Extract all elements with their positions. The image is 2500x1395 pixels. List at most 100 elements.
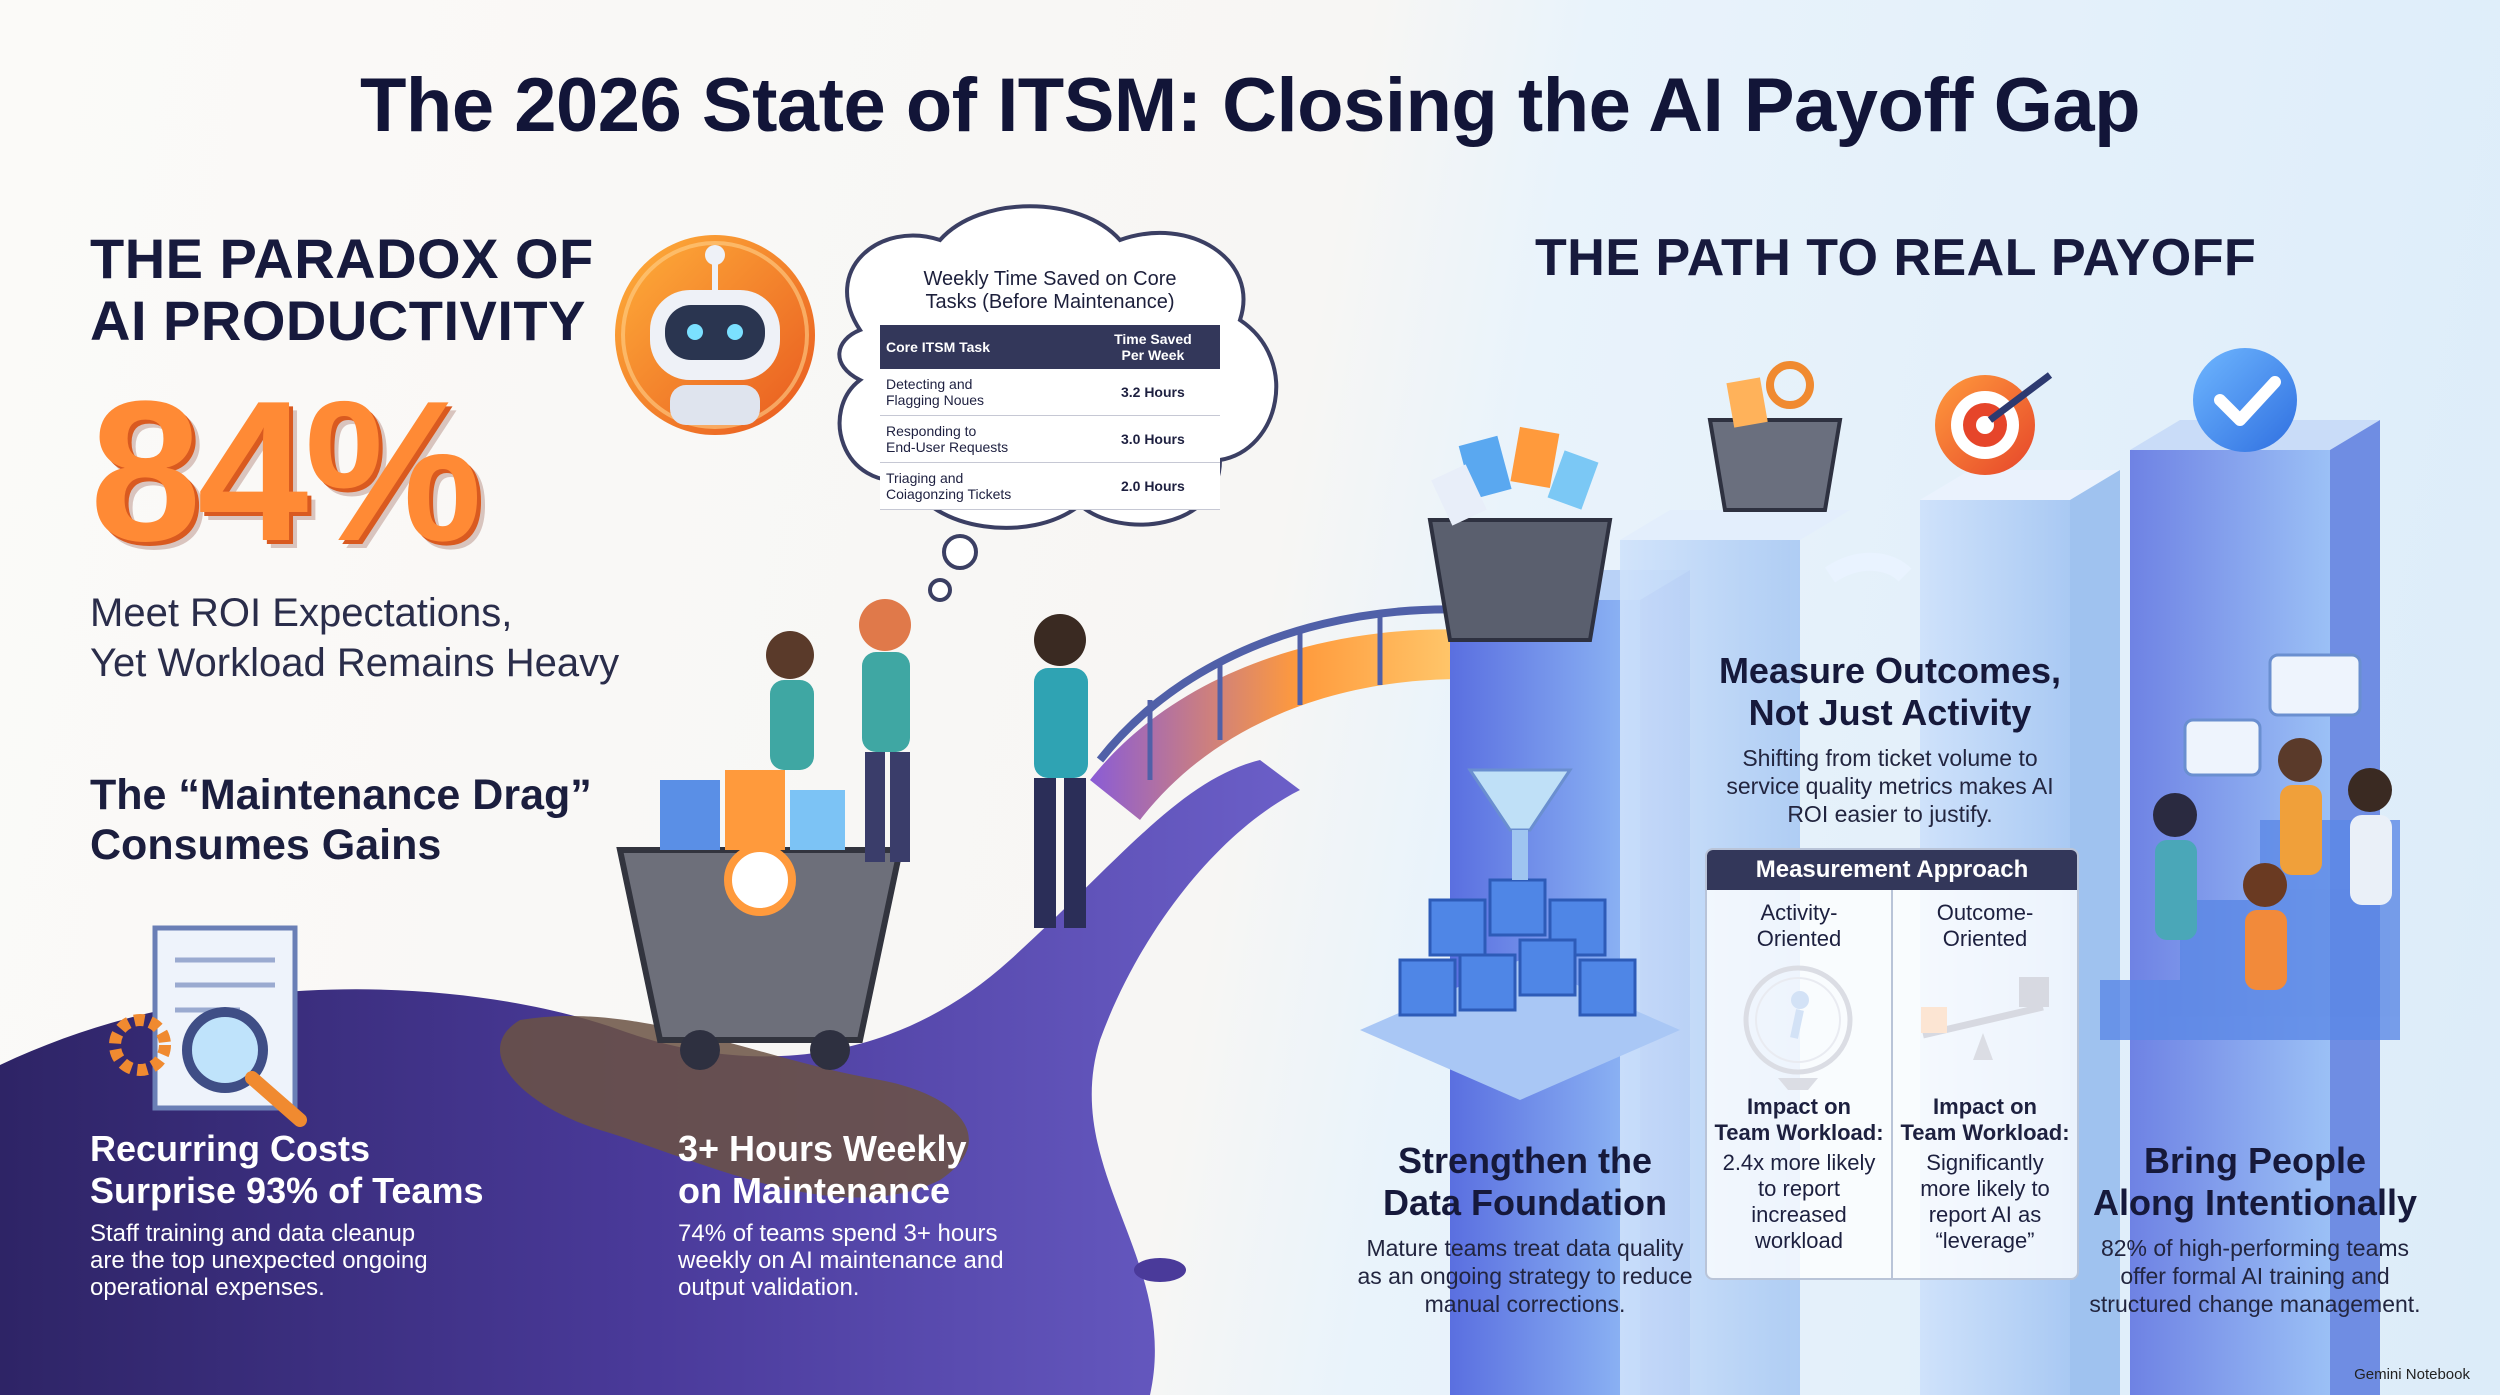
maintenance-hours-card: 3+ Hours Weekly on Maintenance 74% of te… xyxy=(678,1128,1098,1301)
target-icon xyxy=(1935,372,2053,475)
measure-body-line2: service quality metrics makes AI xyxy=(1726,773,2054,799)
activity-oriented-label: Activity- Oriented xyxy=(1709,900,1889,952)
hours-body-line2: weekly on AI maintenance and xyxy=(678,1247,1004,1274)
roi-subtitle-line1: Meet ROI Expectations, xyxy=(90,591,513,635)
table-header-row: Core ITSM Task Time Saved Per Week xyxy=(880,325,1220,369)
mine-cart xyxy=(616,770,904,1070)
hours-title-line2: on Maintenance xyxy=(678,1170,951,1211)
col-time-saved-line2: Per Week xyxy=(1121,347,1185,363)
paradox-heading-line1: THE PARADOX OF xyxy=(90,227,594,290)
outcome-impact-line4: “leverage” xyxy=(1935,1228,2035,1253)
document-magnifier-icon xyxy=(109,925,307,1127)
outcome-label-line2: Oriented xyxy=(1942,926,2028,951)
activity-impact: Impact on Team Workload: 2.4x more likel… xyxy=(1709,1094,1889,1254)
data-title-line2: Data Foundation xyxy=(1383,1182,1667,1223)
activity-label-line2: Oriented xyxy=(1756,926,1842,951)
measure-title-line1: Measure Outcomes, xyxy=(1718,650,2062,691)
outcome-impact-line2: more likely to xyxy=(1920,1176,2050,1201)
people-title-line2: Along Intentionally xyxy=(2093,1182,2417,1223)
activity-impact-head2: Team Workload: xyxy=(1714,1120,1884,1145)
measure-body-line1: Shifting from ticket volume to xyxy=(1742,745,2038,771)
drag-line1: The “Maintenance Drag” xyxy=(90,771,592,819)
outcome-impact-head1: Impact on xyxy=(1933,1094,2037,1119)
col-time-saved: Time Saved Per Week xyxy=(1085,325,1220,369)
check-icon xyxy=(2193,348,2297,452)
roi-stat: 84% xyxy=(90,360,482,583)
bin-2 xyxy=(1707,361,1843,512)
costs-body-line2: are the top unexpected ongoing xyxy=(90,1247,428,1274)
maintenance-drag-heading: The “Maintenance Drag” Consumes Gains xyxy=(90,770,592,870)
value-cell: 2.0 Hours xyxy=(1085,462,1220,510)
costs-body-line1: Staff training and data cleanup xyxy=(90,1220,416,1247)
data-title-line1: Strengthen the xyxy=(1397,1140,1652,1181)
measure-outcomes-card: Measure Outcomes, Not Just Activity Shif… xyxy=(1680,650,2100,828)
activity-impact-line3: increased xyxy=(1751,1202,1847,1227)
measure-title-line2: Not Just Activity xyxy=(1748,692,2032,733)
outcome-label-line1: Outcome- xyxy=(1936,900,2034,925)
data-body-line2: as an ongoing strategy to reduce xyxy=(1357,1263,1693,1289)
outcome-impact-head2: Team Workload: xyxy=(1900,1120,2070,1145)
roi-subtitle: Meet ROI Expectations, Yet Workload Rema… xyxy=(90,588,619,688)
activity-impact-head1: Impact on xyxy=(1747,1094,1851,1119)
people-body-line2: offer formal AI training and xyxy=(2120,1263,2390,1289)
roi-subtitle-line2: Yet Workload Remains Heavy xyxy=(90,641,620,685)
people-group xyxy=(2153,653,2392,990)
task-line2: End-User Requests xyxy=(886,439,1009,455)
data-cube-platform xyxy=(1360,768,1680,1100)
footer-credit: Gemini Notebook xyxy=(2354,1366,2470,1383)
hours-body-line1: 74% of teams spend 3+ hours xyxy=(678,1220,998,1247)
page-title: The 2026 State of ITSM: Closing the AI P… xyxy=(359,63,2141,148)
outcome-oriented-label: Outcome- Oriented xyxy=(1895,900,2075,952)
bubble-title-line1: Weekly Time Saved on Core xyxy=(923,268,1177,290)
activity-impact-line4: workload xyxy=(1754,1228,1844,1253)
hours-title-line1: 3+ Hours Weekly xyxy=(678,1128,967,1169)
outcome-impact: Impact on Team Workload: Significantly m… xyxy=(1895,1094,2075,1254)
outcome-impact-line3: report AI as xyxy=(1928,1202,2042,1227)
measure-body-line3: ROI easier to justify. xyxy=(1787,801,1993,827)
costs-title-line2: Surprise 93% of Teams xyxy=(90,1170,484,1211)
measurement-approach-panel: Measurement Approach Activity- Oriented … xyxy=(1705,848,2079,1280)
bin-1 xyxy=(1427,426,1613,642)
task-line1: Detecting and xyxy=(886,376,973,392)
time-saved-table: Core ITSM Task Time Saved Per Week Detec… xyxy=(880,325,1220,510)
data-body-line3: manual corrections. xyxy=(1424,1291,1626,1317)
paradox-heading: THE PARADOX OF AI PRODUCTIVITY xyxy=(90,228,594,352)
drag-line2: Consumes Gains xyxy=(90,821,442,869)
task-line2: Flagging Noues xyxy=(886,392,985,408)
activity-impact-line1: 2.4x more likely xyxy=(1722,1150,1876,1175)
bring-people-card: Bring People Along Intentionally 82% of … xyxy=(2085,1140,2425,1318)
paradox-heading-line2: AI PRODUCTIVITY xyxy=(90,289,586,352)
panel-header: Measurement Approach xyxy=(1707,850,2077,890)
value-cell: 3.0 Hours xyxy=(1085,415,1220,463)
people-body-line3: structured change management. xyxy=(2089,1291,2421,1317)
data-body-line1: Mature teams treat data quality xyxy=(1366,1235,1684,1261)
path-heading: THE PATH TO REAL PAYOFF xyxy=(1535,229,2257,287)
recurring-costs-card: Recurring Costs Surprise 93% of Teams St… xyxy=(90,1128,650,1301)
panel-divider xyxy=(1891,890,1893,1278)
costs-title-line1: Recurring Costs xyxy=(90,1128,371,1169)
arrow xyxy=(1825,552,1912,583)
bubble-title-line2: Tasks (Before Maintenance) xyxy=(925,291,1175,313)
hours-body-line3: output validation. xyxy=(678,1274,860,1301)
data-foundation-card: Strengthen the Data Foundation Mature te… xyxy=(1335,1140,1715,1318)
people-body-line1: 82% of high-performing teams xyxy=(2100,1235,2410,1261)
value-cell: 3.2 Hours xyxy=(1085,369,1220,416)
col-time-saved-line1: Time Saved xyxy=(1114,331,1192,347)
mud xyxy=(499,1015,969,1198)
task-line1: Responding to xyxy=(886,423,977,439)
task-line1: Triaging and xyxy=(886,470,964,486)
activity-impact-line2: to report xyxy=(1758,1176,1840,1201)
people-pushing-cart xyxy=(766,599,1088,928)
costs-body-line3: operational expenses. xyxy=(90,1274,325,1301)
task-line2: Coiagonzing Tickets xyxy=(886,486,1012,502)
outcome-impact-line1: Significantly xyxy=(1926,1150,2044,1175)
robot-avatar xyxy=(615,235,815,435)
activity-label-line1: Activity- xyxy=(1760,900,1838,925)
